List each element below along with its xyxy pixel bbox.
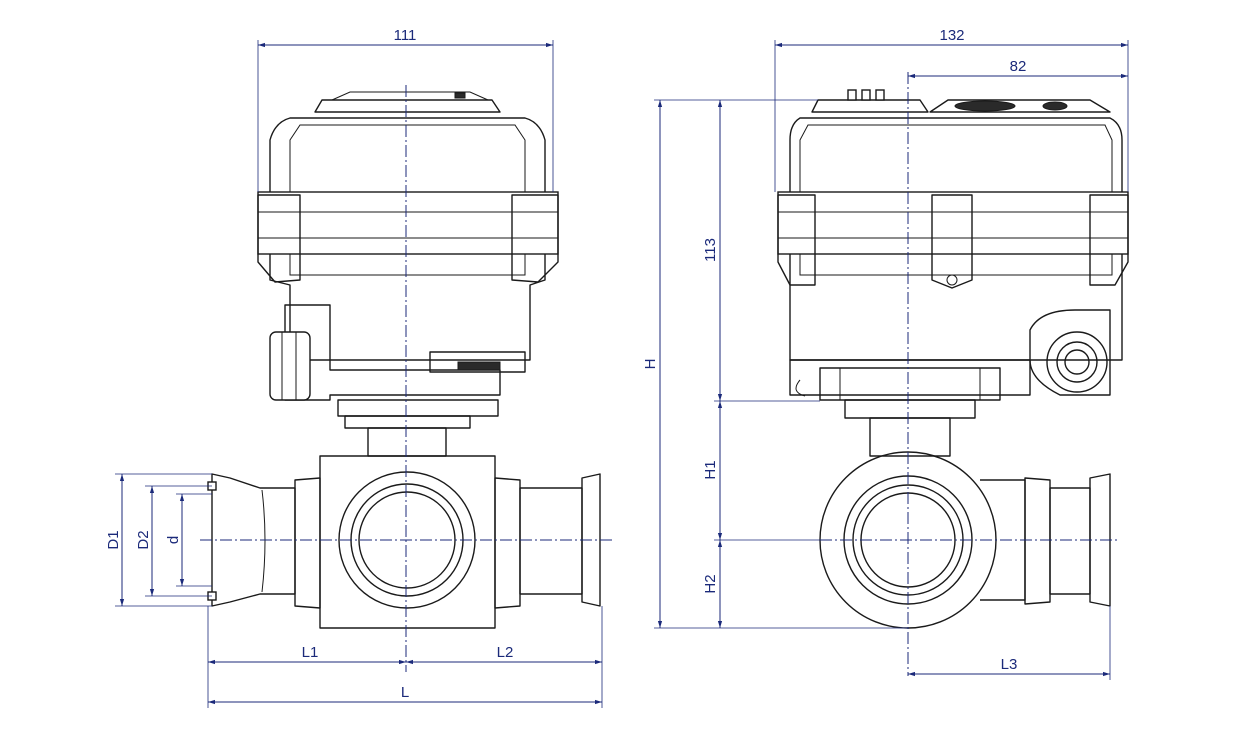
d2-label: D2: [135, 530, 152, 549]
actuator-height-label: 113: [702, 238, 719, 262]
front-width-dimension: 111: [257, 27, 554, 192]
side-valve-neck: [844, 399, 976, 457]
side-width-dimension: 132: [774, 27, 1129, 192]
l2-label: L2: [497, 644, 514, 661]
side-actuator: [777, 89, 1129, 401]
h-label: H: [642, 359, 659, 370]
front-view: 111 D1 D2 d L1 L2 L: [105, 27, 612, 708]
l-label: L: [401, 684, 409, 701]
front-diameter-dimensions: D1 D2 d: [105, 473, 212, 607]
l3-label: L3: [1001, 656, 1018, 673]
h2-dimension: H2: [702, 540, 723, 628]
side-offset-label: 82: [1010, 58, 1027, 75]
front-valve-body: [207, 455, 601, 629]
l3-dimension: L3: [908, 606, 1111, 680]
front-length-dimensions: L1 L2 L: [207, 606, 603, 708]
d-label: d: [165, 536, 182, 544]
d1-label: D1: [105, 530, 122, 549]
h1-label: H1: [702, 460, 719, 479]
h-dimension: H: [642, 99, 908, 629]
h2-label: H2: [702, 574, 719, 593]
front-width-label: 111: [394, 27, 417, 44]
side-width-label: 132: [939, 27, 964, 44]
front-actuator: [257, 91, 559, 417]
actuator-height-dimension: 113: [702, 100, 820, 402]
h1-dimension: H1: [702, 401, 820, 541]
l1-label: L1: [302, 644, 319, 661]
side-view: 132 82 H 113 H1 H2: [642, 27, 1129, 680]
side-offset-dimension: 82: [908, 58, 1128, 79]
front-valve-neck: [344, 415, 471, 457]
